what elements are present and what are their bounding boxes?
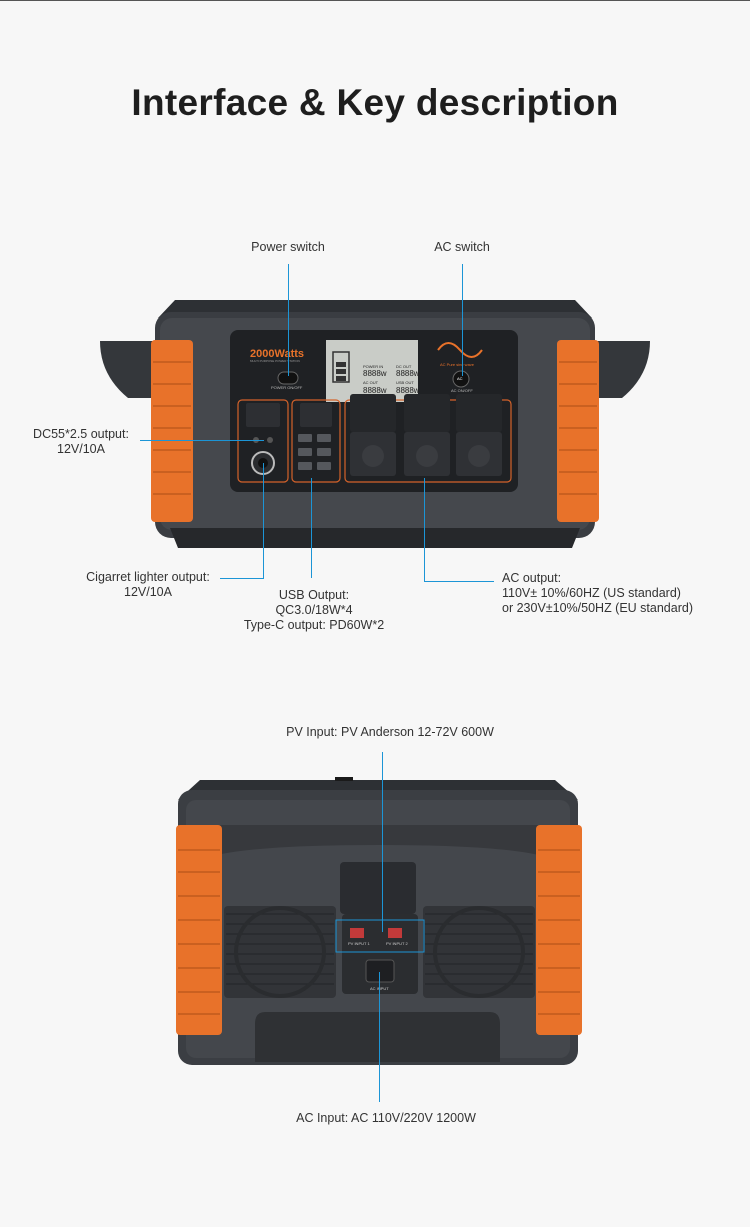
device-subtitle-text: MULTI PURPOSE POWER STATION (250, 359, 300, 363)
dc55-label-line2: 12V/10A (57, 442, 105, 456)
pv-input-1-caption: PV INPUT 1 (348, 941, 370, 946)
usb-label-line3: Type-C output: PD60W*2 (243, 618, 385, 632)
cigarette-label-line2: 12V/10A (124, 585, 172, 599)
usb-leader (311, 478, 312, 578)
ac-button-caption: AC ON/OFF (451, 388, 473, 393)
ac-switch-label: AC switch (434, 240, 490, 254)
device-brand-text: 2000Watts (250, 348, 305, 360)
pv-input-label: PV Input: PV Anderson 12-72V 600W (286, 725, 494, 739)
power-switch-label: Power switch (251, 240, 325, 254)
cigarette-leader-v (263, 463, 264, 578)
ac-switch-leader (462, 264, 463, 376)
lcd-usb-out: USB OUT (396, 380, 414, 385)
ac-input-label: AC Input: AC 110V/220V 1200W (296, 1111, 476, 1125)
ac-button-text: AC (457, 376, 463, 381)
lcd-ac-out: AC OUT (363, 380, 379, 385)
ac-output-label-line2: 110V± 10%/60HZ (US standard) (502, 586, 681, 600)
dc55-label-line1: DC55*2.5 output: (33, 427, 129, 441)
power-button-caption: POWER ON/OFF (271, 385, 303, 390)
pv-input-2-caption: PV INPUT 2 (386, 941, 408, 946)
page-title: Interface & Key description (131, 82, 619, 123)
pv-input-leader (382, 752, 383, 932)
top-divider (0, 0, 750, 1)
ac-output-leader-h (424, 581, 494, 582)
front-product-image (100, 300, 650, 548)
lcd-dc-out: DC OUT (396, 364, 412, 369)
usb-label-line1: USB Output: (278, 588, 350, 602)
cigarette-label-line1: Cigarret lighter output: (86, 570, 210, 584)
lcd-digits-1: 8888w (363, 369, 387, 378)
rear-product-image (176, 777, 582, 1065)
ac-input-leader (379, 972, 380, 1102)
cigarette-leader-h (220, 578, 264, 579)
dc55-leader (140, 440, 264, 441)
ac-output-leader-v (424, 478, 425, 581)
ac-wave-caption: AC Pure sine wave (440, 362, 475, 367)
ac-output-label-line1: AC output: (502, 571, 562, 585)
lcd-digits-2: 8888w (396, 369, 420, 378)
power-switch-leader (288, 264, 289, 376)
usb-label-line2: QC3.0/18W*4 (275, 603, 353, 617)
lcd-digits-4: 8888w (396, 386, 420, 395)
ac-output-label-line3: or 230V±10%/50HZ (EU standard) (502, 601, 693, 615)
lcd-power-in: POWER IN (363, 364, 384, 369)
lcd-digits-3: 8888w (363, 386, 387, 395)
